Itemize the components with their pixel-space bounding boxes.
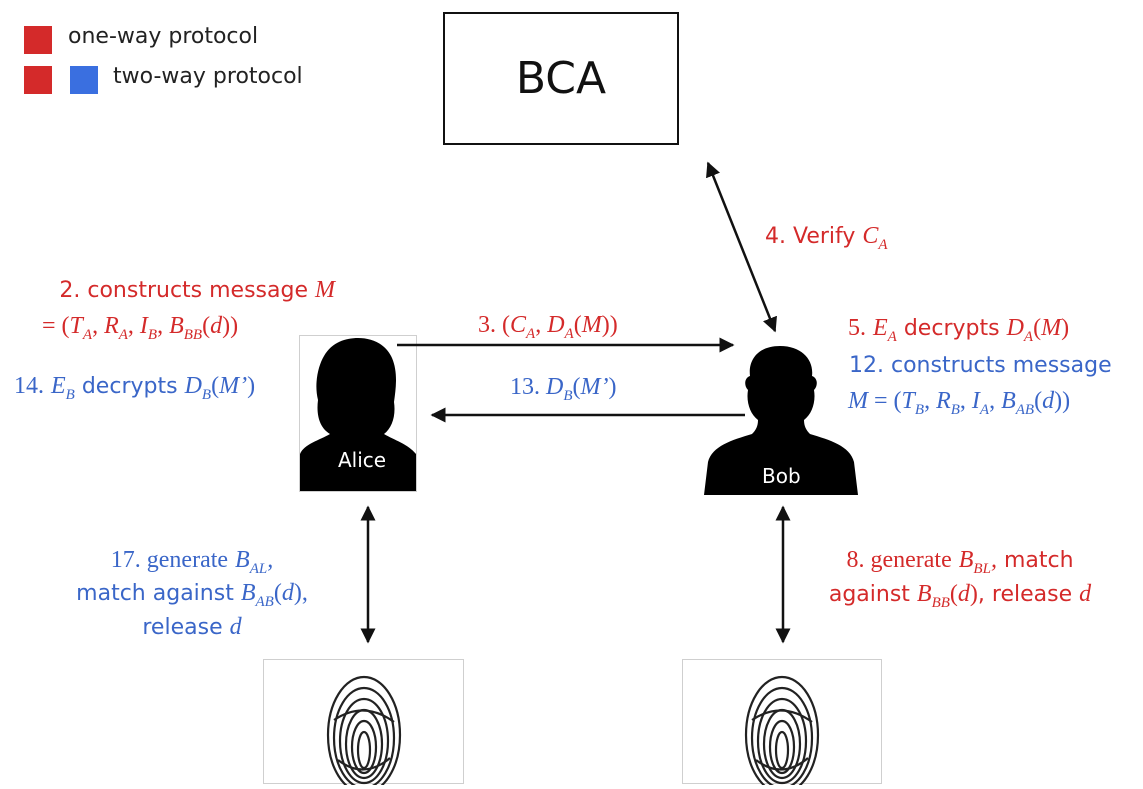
alice-photo: Alice bbox=[299, 335, 417, 492]
step-2-var: M bbox=[315, 277, 335, 303]
arrow-bca-bob bbox=[706, 161, 777, 333]
step-17-line1: 17. generate BAL, bbox=[110, 547, 274, 577]
alice-name-label: Alice bbox=[338, 448, 387, 472]
bob-photo: Bob bbox=[702, 340, 860, 495]
step-2-text: 2. constructs message bbox=[59, 278, 308, 303]
alice-fingerprint-photo bbox=[263, 659, 464, 789]
legend-red-swatch bbox=[24, 26, 52, 54]
fingerprint-icon bbox=[744, 675, 820, 789]
step-3-num: 3. bbox=[478, 312, 496, 338]
step-14-text: decrypts bbox=[81, 374, 178, 399]
step-8-text: 8. generate bbox=[846, 547, 952, 573]
step-14-label: 14. EB decrypts DB(M’) bbox=[14, 373, 256, 403]
step-12-formula: M = (TB, RB, IA, BAB(d)) bbox=[848, 388, 1071, 418]
bca-label: BCA bbox=[515, 53, 607, 104]
step-17-text2: match against bbox=[76, 581, 234, 606]
step-17-line3: release d bbox=[142, 614, 242, 640]
legend-blue-swatch bbox=[70, 66, 98, 94]
step-14-num: 14. bbox=[14, 373, 44, 399]
step-17-text: 17. generate bbox=[110, 547, 229, 573]
bca-box: BCA bbox=[443, 12, 679, 145]
legend-red-swatch-2 bbox=[24, 66, 52, 94]
legend-two-way-label: two-way protocol bbox=[113, 64, 303, 89]
step-13-label: 13. DB(M’) bbox=[510, 374, 617, 404]
step-4-text: 4. Verify bbox=[765, 224, 856, 249]
bob-name-label: Bob bbox=[762, 464, 801, 488]
alice-silhouette-icon bbox=[300, 338, 416, 491]
bob-fingerprint-photo bbox=[682, 659, 882, 789]
step-8-line2: against BBB(d), release d bbox=[828, 581, 1092, 611]
legend-one-way-label: one-way protocol bbox=[68, 24, 259, 49]
step-4-label: 4. Verify CA bbox=[765, 223, 888, 253]
step-12-label: 12. constructs message bbox=[849, 353, 1112, 378]
step-8-line1: 8. generate BBL, match bbox=[846, 547, 1074, 577]
step-3-label: 3. (CA, DA(M)) bbox=[478, 312, 618, 342]
step-2-label: 2. constructs message M bbox=[59, 276, 335, 305]
step-17-text3: release bbox=[142, 615, 223, 640]
step-8-release: , release bbox=[977, 582, 1073, 607]
step-5-label: 5. EA decrypts DA(M) bbox=[848, 315, 1070, 345]
step-5-num: 5. bbox=[848, 315, 866, 341]
step-8-against: against bbox=[828, 582, 910, 607]
step-2-formula: = (TA, RA, IB, BBB(d)) bbox=[42, 313, 239, 343]
step-13-num: 13. bbox=[510, 374, 540, 400]
fingerprint-icon bbox=[326, 675, 402, 789]
bob-silhouette-icon bbox=[704, 346, 858, 495]
step-8-match: match bbox=[1003, 548, 1074, 573]
step-17-line2: match against BAB(d), bbox=[76, 580, 308, 610]
step-5-text: decrypts bbox=[903, 316, 1000, 341]
